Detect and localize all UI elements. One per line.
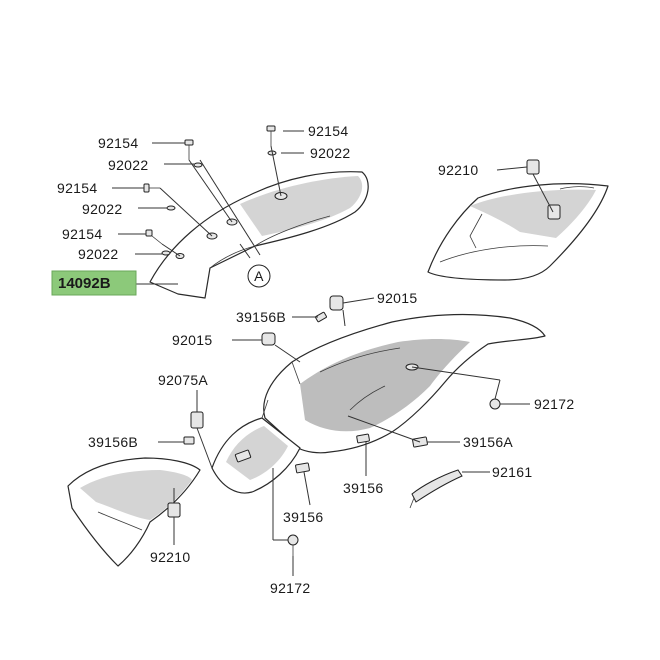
part-label: 92154 <box>98 135 138 151</box>
washer-icon <box>166 205 176 211</box>
bolt-icon <box>184 139 194 160</box>
right-side-panel <box>427 183 609 281</box>
main-part-label: 14092B <box>58 275 111 292</box>
part-label: 92210 <box>150 549 190 565</box>
bolt-icon <box>266 125 276 146</box>
bolt-icon <box>143 183 160 193</box>
part-label: 92015 <box>377 290 417 306</box>
screw-icon <box>287 534 299 556</box>
cap-nut-icon <box>489 398 501 410</box>
part-label: 39156B <box>88 434 138 450</box>
collar-icon <box>190 411 204 429</box>
part-label: 92154 <box>57 180 97 196</box>
part-label: 92022 <box>78 246 118 262</box>
part-label: 92172 <box>534 396 574 412</box>
part-label: 92210 <box>438 162 478 178</box>
clip-nut-icon <box>526 159 540 175</box>
reference-letter: A <box>254 268 264 284</box>
part-labels: 92154 92022 92154 92022 92154 92022 9215… <box>57 123 574 596</box>
washer-icon <box>193 162 203 168</box>
reference-circle-a: A <box>247 264 271 288</box>
clip-nut-icon <box>167 502 181 518</box>
part-label: 92154 <box>308 123 348 139</box>
part-label: 92154 <box>62 226 102 242</box>
part-label: 92022 <box>108 157 148 173</box>
main-under-cowl <box>211 313 546 494</box>
leader-lines <box>112 130 554 576</box>
part-label: 92161 <box>492 464 532 480</box>
part-label: 39156 <box>283 509 323 525</box>
part-label: 39156A <box>463 434 513 450</box>
part-label: 92172 <box>270 580 310 596</box>
part-label: 92015 <box>172 332 212 348</box>
bolt-icon <box>145 229 163 245</box>
pad-icon <box>315 311 327 323</box>
part-label: 39156B <box>236 309 286 325</box>
pad-icon <box>183 436 195 445</box>
trim-strip-icon <box>411 469 463 503</box>
pad-icon <box>356 433 370 444</box>
pad-icon <box>295 462 310 474</box>
part-label: 39156 <box>343 480 383 496</box>
part-highlight-box <box>51 270 137 296</box>
part-label: 92022 <box>82 201 122 217</box>
washer-icon <box>161 250 171 256</box>
grommet-icon <box>329 295 344 311</box>
small-hardware-parts <box>143 125 540 556</box>
part-label: 92022 <box>310 145 350 161</box>
part-label: 92075A <box>158 372 208 388</box>
grommet-icon <box>261 332 276 346</box>
